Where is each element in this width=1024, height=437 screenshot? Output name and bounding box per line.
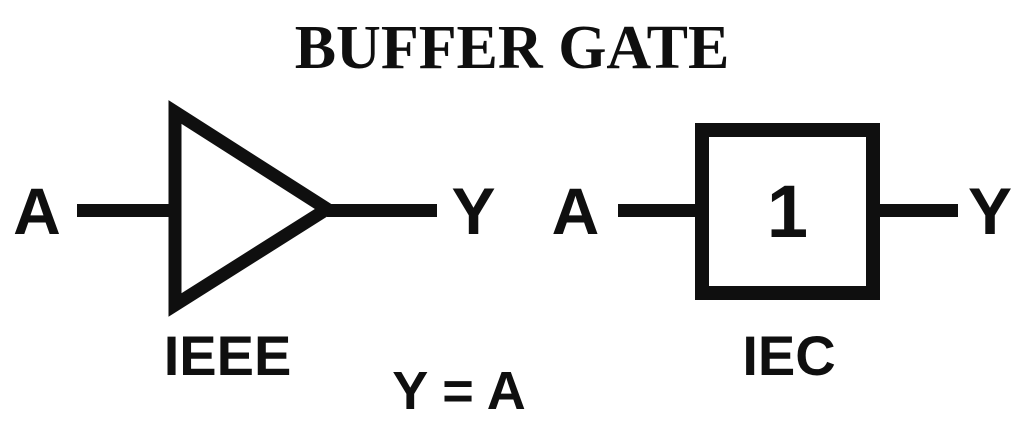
diagram-title: BUFFER GATE — [294, 13, 730, 82]
ieee-buffer-triangle-symbol — [168, 100, 340, 317]
iec-output-label: Y — [967, 174, 1013, 248]
iec-input-label: A — [551, 174, 600, 248]
ieee-output-wire — [327, 204, 437, 217]
ieee-input-label: A — [13, 174, 61, 248]
iec-output-wire — [880, 204, 958, 217]
ieee-output-label: Y — [451, 174, 496, 248]
iec-input-wire — [618, 204, 700, 217]
iec-box-symbol-label: 1 — [766, 169, 809, 253]
ieee-caption: IEEE — [163, 324, 292, 387]
iec-caption: IEC — [742, 324, 836, 387]
ieee-input-wire — [77, 204, 181, 217]
iec-gate-box-symbol: 1 — [695, 123, 880, 300]
boolean-equation: Y = A — [392, 361, 526, 421]
